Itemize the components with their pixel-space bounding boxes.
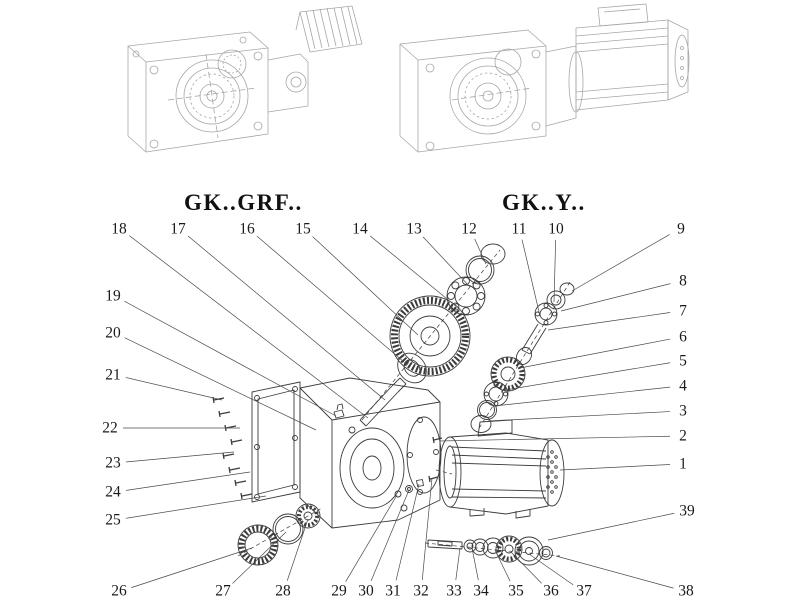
flange-bolts: [212, 396, 253, 500]
callout-1: 1: [679, 455, 687, 473]
callout-23: 23: [105, 454, 121, 472]
callout-31: 31: [385, 582, 401, 600]
output-bearing-group: [237, 503, 321, 566]
leader-line-17: [187, 235, 386, 401]
small-fasteners: [394, 475, 439, 498]
callout-17: 17: [170, 220, 186, 238]
leader-line-8: [560, 283, 671, 312]
leader-line-18: [129, 235, 369, 419]
callout-9: 9: [677, 220, 685, 238]
leader-line-30: [370, 489, 410, 582]
callout-33: 33: [446, 582, 462, 600]
callout-4: 4: [679, 377, 687, 395]
callout-22: 22: [102, 419, 118, 437]
leader-line-9: [571, 234, 670, 292]
variant-label-gk-grf: GK..GRF..: [184, 190, 303, 215]
bevel-pinion-assembly: [470, 282, 575, 433]
leader-line-39: [547, 512, 675, 541]
variant-label-gk-y: GK..Y..: [502, 190, 586, 215]
leader-line-33: [455, 547, 461, 581]
leader-line-13: [422, 236, 471, 288]
callout-21: 21: [105, 366, 121, 384]
callout-30: 30: [358, 582, 374, 600]
leader-line-32: [421, 477, 433, 581]
callout-38: 38: [678, 582, 694, 600]
gearbox-drawing-gk-grf: [127, 5, 363, 153]
callout-2: 2: [679, 427, 687, 445]
callout-10: 10: [548, 220, 564, 238]
leader-line-15: [312, 236, 419, 336]
leader-line-4: [493, 386, 671, 407]
callout-8: 8: [679, 272, 687, 290]
electric-motor: [432, 419, 565, 519]
output-shaft-assembly: [427, 535, 553, 566]
callout-5: 5: [679, 352, 687, 370]
callout-18: 18: [111, 220, 127, 238]
gear-housing: [299, 377, 442, 529]
leader-line-3: [487, 411, 671, 422]
callout-15: 15: [295, 220, 311, 238]
leader-line-38: [555, 555, 674, 589]
input-shaft-assembly: [359, 243, 506, 427]
leader-line-26: [131, 547, 253, 588]
leader-line-20: [124, 337, 317, 431]
callout-19: 19: [105, 287, 121, 305]
callout-7: 7: [679, 302, 687, 320]
leader-line-23: [125, 451, 235, 463]
callout-27: 27: [215, 582, 231, 600]
leader-lines: [123, 234, 675, 589]
leader-line-31: [395, 483, 420, 581]
leader-line-25: [125, 495, 267, 519]
leader-line-29: [345, 494, 398, 582]
leader-line-21: [125, 377, 223, 401]
callout-36: 36: [543, 582, 559, 600]
callout-25: 25: [105, 511, 121, 529]
flange-plate: [251, 381, 301, 503]
leader-line-10: [553, 239, 556, 303]
leader-line-14: [369, 235, 453, 304]
gearbox-drawing-gk-y: [399, 3, 690, 153]
leader-line-19: [124, 300, 337, 417]
callout-37: 37: [576, 582, 592, 600]
callout-32: 32: [413, 582, 429, 600]
leader-line-5: [504, 362, 671, 391]
leader-line-6: [519, 338, 671, 369]
callout-12: 12: [461, 220, 477, 238]
callout-28: 28: [275, 582, 291, 600]
callout-39: 39: [679, 502, 695, 520]
leader-line-1: [559, 464, 671, 471]
leader-line-12: [474, 238, 487, 265]
callout-35: 35: [508, 582, 524, 600]
callout-16: 16: [239, 220, 255, 238]
leader-line-37: [528, 553, 574, 586]
callout-6: 6: [679, 328, 687, 346]
leader-line-28: [286, 518, 309, 581]
callout-29: 29: [331, 582, 347, 600]
leader-line-36: [510, 551, 542, 584]
callout-34: 34: [473, 582, 489, 600]
leader-line-16: [256, 235, 405, 363]
leader-line-34: [471, 547, 479, 581]
callout-26: 26: [111, 582, 127, 600]
leader-line-24: [125, 471, 251, 491]
leader-line-7: [547, 312, 671, 331]
callout-11: 11: [511, 220, 527, 238]
leader-line-35: [494, 549, 511, 582]
callout-14: 14: [352, 220, 368, 238]
callout-3: 3: [679, 402, 687, 420]
callout-13: 13: [406, 220, 422, 238]
callout-20: 20: [105, 324, 121, 342]
leader-line-27: [232, 531, 287, 584]
leader-line-2: [439, 435, 671, 442]
callout-24: 24: [105, 483, 121, 501]
leader-line-11: [521, 239, 541, 317]
